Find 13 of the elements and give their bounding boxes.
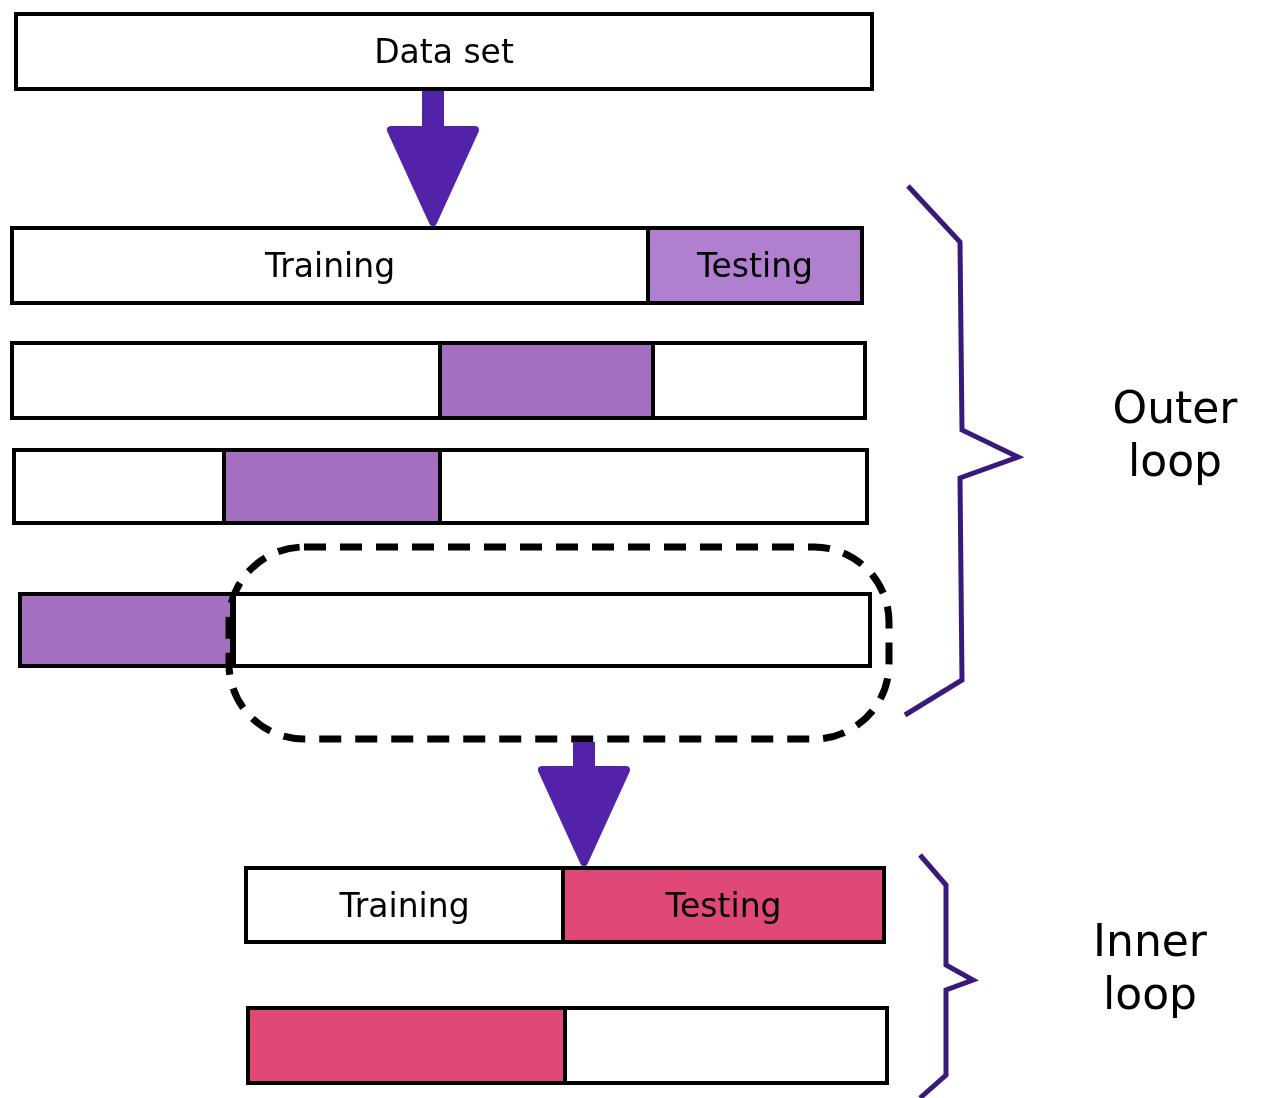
segment-label: Training — [264, 246, 396, 285]
bar-segment — [18, 592, 234, 668]
loop-label: Outer loop — [1111, 382, 1239, 488]
segment-label: Testing — [665, 885, 782, 925]
segment-label: Training — [339, 885, 470, 925]
arrow — [538, 742, 630, 866]
arrow — [387, 91, 479, 226]
bar-segment — [14, 12, 874, 91]
segment-label: Data set — [374, 32, 514, 71]
bar-segment — [232, 592, 872, 668]
dashed-outline — [226, 544, 892, 742]
loop-label: Inner loop — [1092, 915, 1208, 1021]
segment-label: Testing — [697, 246, 813, 285]
